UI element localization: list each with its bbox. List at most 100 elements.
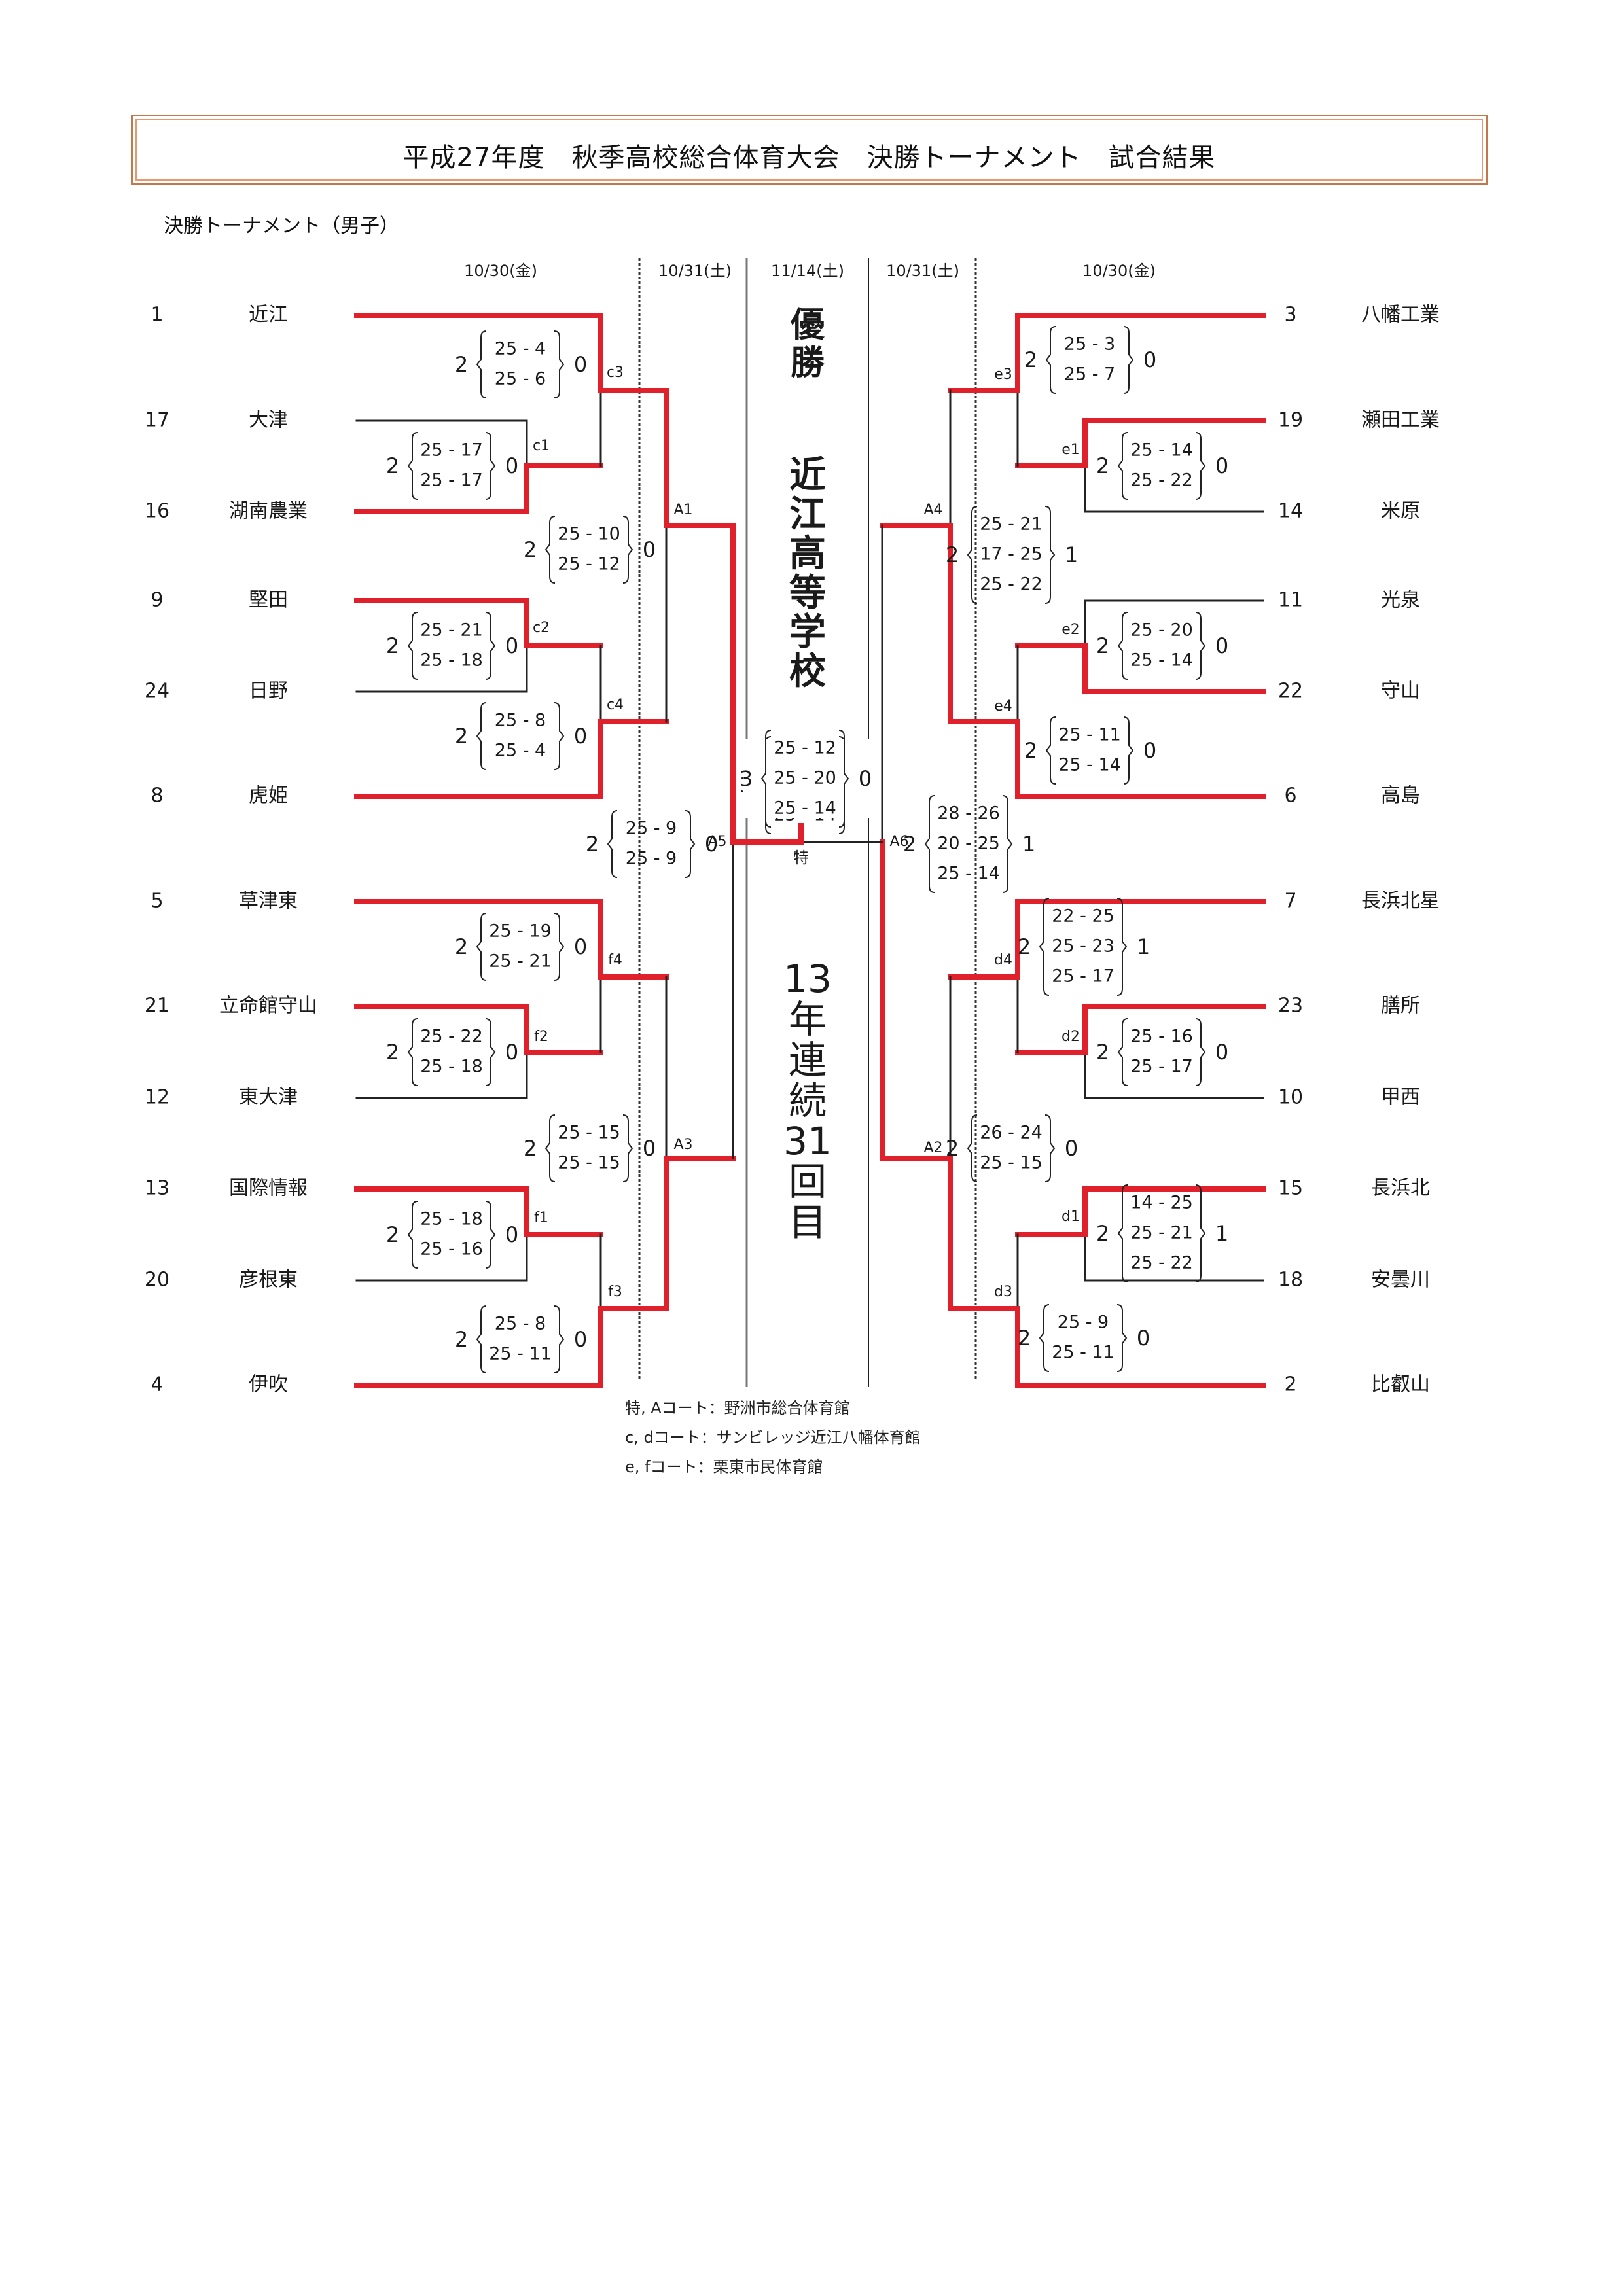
final-marker: 特 (793, 849, 809, 867)
loser-sets: 0 (705, 832, 718, 857)
brace-right (1044, 506, 1056, 604)
brace-right (485, 1201, 496, 1269)
team-seed: 11 (1278, 589, 1303, 612)
brace-left (1039, 1304, 1050, 1372)
loser-sets: 0 (505, 1222, 518, 1247)
set-score: 25 - 17 (420, 440, 483, 461)
team-seed: 2 (1284, 1373, 1296, 1396)
set-score: 25 - 10 (558, 524, 620, 544)
set-score: 25 - 21 (420, 620, 483, 641)
winner-sets: 2 (386, 1040, 399, 1065)
champion-school: 江 (789, 493, 826, 536)
team-seed: 17 (145, 409, 169, 432)
loser-sets: 0 (505, 633, 518, 658)
match-label: A4 (923, 502, 942, 518)
winner-sets: 2 (1096, 1221, 1109, 1246)
brace-right (554, 702, 565, 770)
team-seed: 15 (1278, 1177, 1303, 1200)
match-label: d4 (994, 952, 1012, 968)
team-seed: 21 (145, 995, 169, 1017)
loser-sets: 0 (1215, 633, 1228, 658)
winner-sets: 2 (455, 352, 468, 377)
brace-right (554, 1305, 565, 1373)
set-score: 25 - 15 (980, 1153, 1043, 1173)
set-score: 25 - 9 (1058, 1313, 1109, 1333)
brace-left (407, 1201, 418, 1269)
set-score: 25 - 21 (980, 514, 1043, 535)
team-name: 伊吹 (249, 1373, 288, 1396)
winner-sets: 2 (1024, 738, 1037, 763)
champion-label: 優 (790, 306, 825, 345)
date-label: 10/31(土) (658, 262, 732, 280)
winner-sets: 2 (524, 537, 537, 562)
team-seed: 7 (1284, 890, 1296, 913)
set-score: 22 - 25 (1052, 906, 1115, 927)
loser-sets: 0 (1065, 1136, 1078, 1161)
champion-note: 連 (789, 1038, 827, 1082)
team-seed: 13 (145, 1177, 169, 1200)
match-label: f1 (534, 1210, 548, 1226)
brace-right (1123, 716, 1134, 785)
set-score: 25 - 4 (495, 339, 546, 359)
winner-sets: 2 (524, 1136, 537, 1161)
set-score: 20 - 25 (937, 834, 1000, 854)
team-name: 東大津 (239, 1086, 298, 1109)
set-score: 25 - 9 (626, 819, 677, 839)
champion-note: 13 (783, 957, 832, 1001)
legend-item: 特, Aコート：野洲市総合体育館 (625, 1399, 850, 1417)
set-score: 26 - 24 (980, 1123, 1043, 1143)
legend-item: e, fコート：栗東市民体育館 (625, 1458, 823, 1476)
loser-sets: 0 (574, 934, 587, 959)
match-label: f4 (608, 952, 622, 968)
set-score: 25 - 11 (489, 1344, 552, 1364)
match-label: e3 (994, 366, 1012, 383)
brace-left (476, 702, 487, 770)
winner-sets: 2 (1096, 453, 1109, 478)
loser-sets: 1 (1137, 934, 1150, 959)
match-label: e1 (1061, 442, 1080, 458)
brace-right (485, 1018, 496, 1086)
team-name: 草津東 (239, 890, 298, 913)
brace-left (924, 795, 935, 893)
brace-left (407, 432, 418, 500)
brace-right (485, 432, 496, 500)
winner-sets: 2 (386, 1222, 399, 1247)
champion-school: 等 (789, 572, 826, 614)
brace-right (1116, 1304, 1128, 1372)
team-seed: 6 (1284, 785, 1296, 807)
set-score: 25 - 22 (420, 1027, 483, 1047)
set-score: 25 - 17 (1052, 966, 1115, 987)
winner-sets: 2 (386, 453, 399, 478)
team-name: 近江 (249, 304, 288, 327)
set-score: 25 - 12 (558, 554, 620, 574)
set-score: 25 - 7 (1064, 364, 1115, 385)
team-seed: 24 (145, 680, 169, 703)
date-label: 11/14(土) (771, 262, 844, 280)
team-seed: 18 (1278, 1269, 1303, 1292)
set-score: 25 - 14 (937, 864, 1000, 884)
brace-right (1195, 1018, 1206, 1086)
set-score: 25 - 20 (1130, 620, 1193, 641)
set-score: 25 - 22 (1130, 1253, 1193, 1273)
winner-sets: 2 (455, 724, 468, 749)
team-seed: 8 (151, 785, 163, 807)
title-box: 平成27年度 秋季高校総合体育大会 決勝トーナメント 試合結果 (131, 115, 1488, 185)
set-score: 25 - 3 (1064, 334, 1115, 355)
brace-left (1117, 1184, 1128, 1282)
team-name: 長浜北星 (1361, 890, 1440, 913)
team-name: 瀬田工業 (1361, 409, 1440, 432)
loser-sets: 1 (1065, 542, 1078, 567)
loser-sets: 0 (643, 1136, 656, 1161)
team-name: 国際情報 (229, 1177, 308, 1200)
set-score: 25 - 22 (980, 574, 1043, 595)
match-label: e4 (994, 698, 1012, 715)
loser-sets: 0 (574, 724, 587, 749)
team-seed: 19 (1278, 409, 1303, 432)
winner-sets: 2 (1096, 633, 1109, 658)
team-name: 高島 (1381, 785, 1420, 807)
brace-left (476, 1305, 487, 1373)
team-name: 安曇川 (1371, 1269, 1430, 1292)
set-score: 25 - 6 (495, 369, 546, 389)
brace-left (967, 1114, 978, 1182)
brace-right (1123, 326, 1134, 394)
